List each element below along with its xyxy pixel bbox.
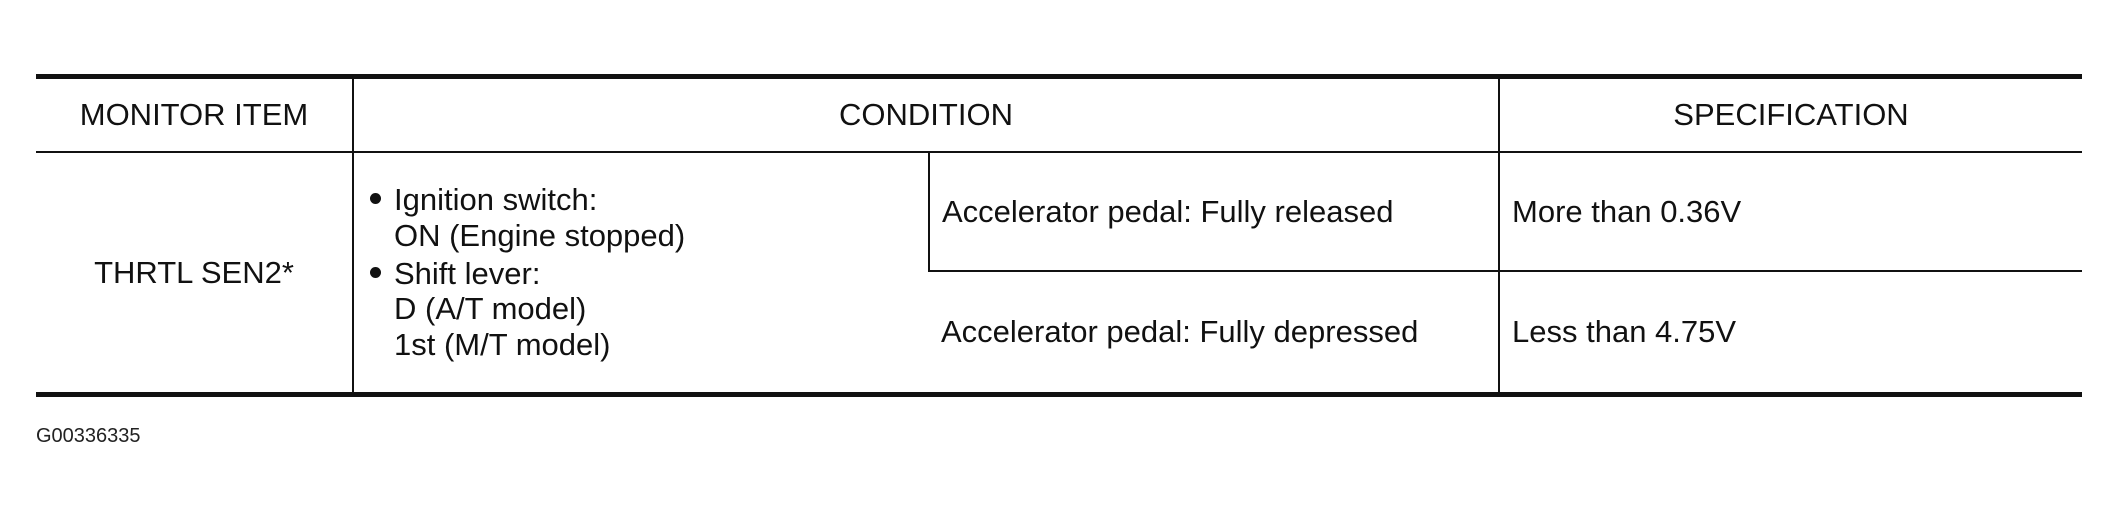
figure-id: G00336335: [36, 425, 141, 447]
monitor-item-cell: THRTL SEN2*: [36, 152, 353, 397]
condition-value: ON (Engine stopped): [394, 218, 686, 254]
condition-value: 1st (M/T model): [394, 326, 611, 362]
header-specification: SPECIFICATION: [1498, 74, 2082, 153]
condition-item-ignition: Ignition switch: ON (Engine stopped): [370, 182, 928, 253]
specification-table: MONITOR ITEM CONDITION SPECIFICATION THR…: [36, 74, 2082, 397]
condition-value: D (A/T model): [394, 291, 587, 327]
spec-value-released: More than 0.36V: [1498, 152, 2082, 272]
condition-state-released: Accelerator pedal: Fully released: [928, 152, 1499, 272]
condition-item-shift-lever: Shift lever: D (A/T model) 1st (M/T mode…: [370, 256, 928, 363]
spec-value-depressed: Less than 4.75V: [1498, 271, 2082, 397]
condition-list: Ignition switch: ON (Engine stopped) Shi…: [370, 182, 928, 362]
condition-state-depressed: Accelerator pedal: Fully depressed: [929, 271, 1499, 397]
table-header-row: MONITOR ITEM CONDITION SPECIFICATION: [36, 74, 2082, 153]
header-condition: CONDITION: [352, 74, 1499, 153]
table-row: Accelerator pedal: Fully depressed Less …: [36, 271, 2082, 397]
condition-label: Shift lever:: [394, 255, 541, 291]
bullet-icon: [370, 266, 381, 278]
condition-label: Ignition switch:: [394, 182, 598, 218]
table-row: THRTL SEN2* Ignition switch: ON (Engine …: [36, 152, 2082, 397]
bullet-icon: [370, 193, 381, 205]
header-monitor-item: MONITOR ITEM: [36, 74, 353, 153]
condition-list-cell: Ignition switch: ON (Engine stopped) Shi…: [352, 152, 929, 397]
